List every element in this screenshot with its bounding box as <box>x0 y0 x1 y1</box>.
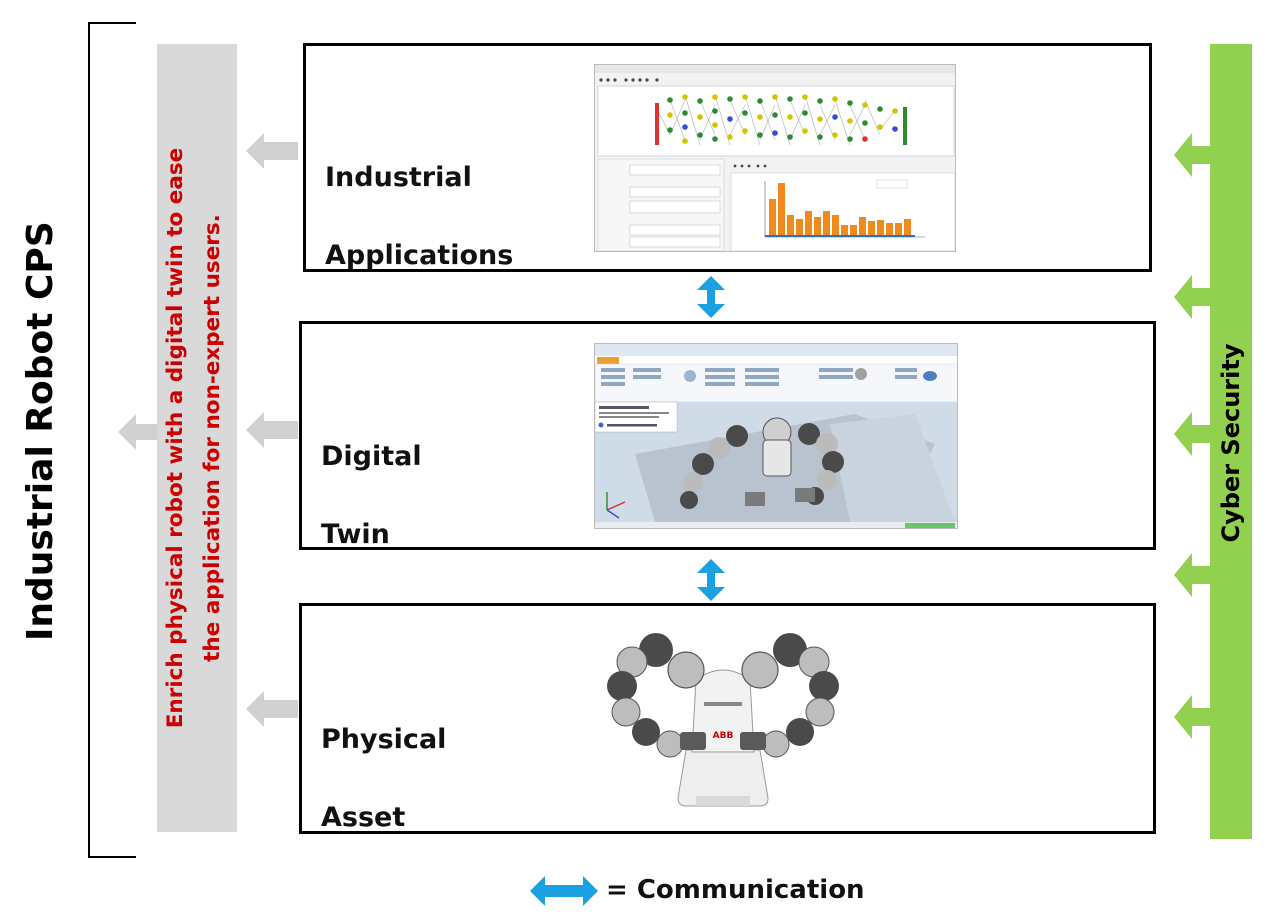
layer-label-asset-line2: Asset <box>321 802 406 833</box>
layer-arrow-twin <box>246 412 298 448</box>
security-arrow-1 <box>1174 133 1212 177</box>
enrichment-text: Enrich physical robot with a digital twi… <box>157 44 237 832</box>
legend-text: = Communication <box>606 875 865 905</box>
layer-label-twin-line2: Twin <box>321 519 390 550</box>
security-arrow-5 <box>1174 695 1212 739</box>
layer-label-asset-line1: Physical <box>321 724 447 755</box>
layer-label-twin-line1: Digital <box>321 441 422 472</box>
communication-arrow-2 <box>697 559 725 601</box>
layer-arrow-applications <box>246 133 298 169</box>
digital-twin-screenshot <box>594 343 958 529</box>
enrichment-text-line1: Enrich physical robot with a digital twi… <box>163 147 188 729</box>
layer-label-applications-line2: Applications <box>325 240 514 271</box>
enrichment-text-line2: the application for non-expert users. <box>200 214 225 662</box>
security-arrow-3 <box>1174 412 1212 456</box>
applications-screenshot <box>594 64 956 252</box>
applications-screenshot-graphic <box>595 65 955 251</box>
system-title: Industrial Robot CPS <box>20 221 61 641</box>
layer-label-applications-line1: Industrial <box>325 162 472 193</box>
digital-twin-screenshot-graphic <box>595 344 957 528</box>
communication-arrow-1 <box>697 276 725 318</box>
cyber-security-label: Cyber Security <box>1217 343 1245 543</box>
system-bracket <box>88 22 136 858</box>
security-arrow-2 <box>1174 275 1212 319</box>
enrich-to-system-arrow <box>118 414 160 450</box>
layer-label-asset: Physical Asset <box>321 681 446 876</box>
security-arrow-4 <box>1174 553 1212 597</box>
physical-robot-image: ABB <box>607 633 839 807</box>
cyber-security-bar <box>1210 44 1252 839</box>
layer-arrow-asset <box>246 691 298 727</box>
layer-label-twin: Digital Twin <box>321 398 422 593</box>
robot-brand-label: ABB <box>713 731 734 741</box>
enrichment-bar <box>157 44 237 832</box>
layer-label-applications: Industrial Applications <box>325 119 513 314</box>
legend-communication-arrow <box>530 876 598 906</box>
